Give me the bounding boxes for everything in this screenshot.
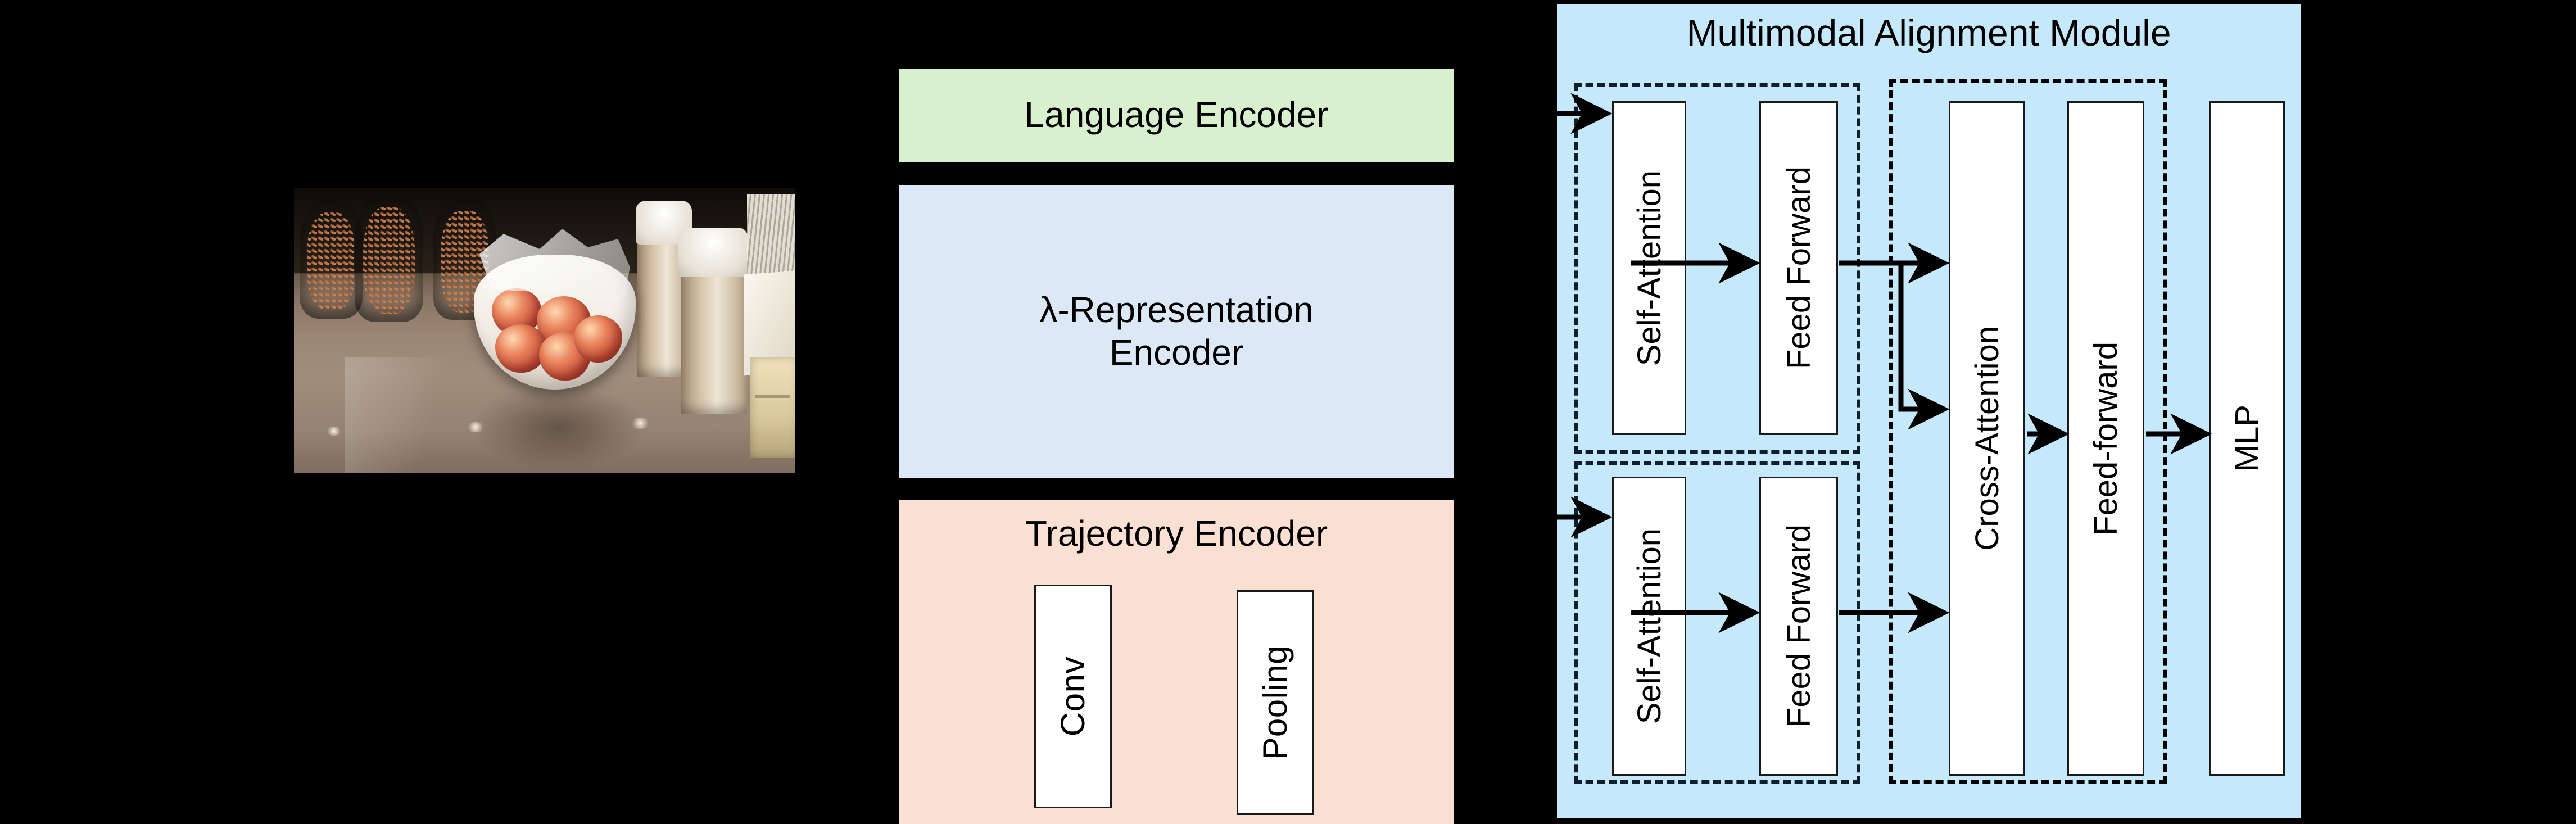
top-feed-forward-block: Feed Forward bbox=[1759, 101, 1838, 435]
photo-bowl-reflection bbox=[474, 385, 642, 469]
top-branch-dashed-group bbox=[1574, 83, 1860, 454]
scene-photograph bbox=[294, 188, 795, 473]
top-feed-forward-label: Feed Forward bbox=[1780, 166, 1817, 370]
photo-bean-jar bbox=[355, 194, 423, 322]
lambda-encoder-label-line1: λ-Representation bbox=[1039, 289, 1314, 330]
bottom-branch-dashed-group bbox=[1574, 461, 1860, 784]
trajectory-conv-block: Conv bbox=[1034, 585, 1112, 808]
bottom-feed-forward-label: Feed Forward bbox=[1780, 524, 1817, 728]
trajectory-encoder-blocks: Conv Pooling bbox=[899, 585, 1454, 815]
photo-bean-jar bbox=[300, 201, 363, 319]
photo-counter-sheen bbox=[345, 357, 463, 473]
photo-counter-highlight bbox=[466, 422, 485, 432]
trajectory-encoder-label: Trajectory Encoder bbox=[1025, 513, 1328, 554]
photo-paper-box bbox=[750, 357, 795, 458]
trajectory-pooling-block: Pooling bbox=[1237, 590, 1314, 815]
trajectory-encoder-panel: Trajectory Encoder Conv Pooling bbox=[899, 500, 1454, 824]
photo-apple bbox=[495, 324, 547, 373]
bottom-self-attention-block: Self-Attention bbox=[1612, 477, 1686, 776]
photo-straws bbox=[747, 194, 795, 284]
multimodal-alignment-module: Multimodal Alignment Module Self-Attenti… bbox=[1557, 4, 2301, 818]
multimodal-alignment-module-title: Multimodal Alignment Module bbox=[1686, 12, 2171, 53]
cross-attention-block: Cross-Attention bbox=[1949, 101, 2025, 776]
cross-feed-forward-block: Feed-forward bbox=[2067, 101, 2144, 776]
top-self-attention-label: Self-Attention bbox=[1631, 170, 1668, 366]
lambda-encoder-label-wrap: λ-Representation Encoder bbox=[1039, 289, 1313, 374]
photo-scene bbox=[294, 188, 795, 473]
trajectory-conv-label: Conv bbox=[1053, 656, 1092, 737]
bottom-feed-forward-block: Feed Forward bbox=[1759, 477, 1838, 776]
trajectory-pooling-label: Pooling bbox=[1256, 645, 1294, 760]
photo-cup-lid bbox=[678, 228, 748, 277]
cross-attention-label: Cross-Attention bbox=[1968, 326, 2005, 551]
language-encoder-panel: Language Encoder bbox=[899, 69, 1454, 162]
photo-apple bbox=[574, 315, 622, 363]
top-self-attention-block: Self-Attention bbox=[1612, 101, 1686, 435]
photo-counter-highlight bbox=[630, 418, 650, 429]
photo-counter-highlight bbox=[325, 427, 342, 436]
lambda-representation-encoder-panel: λ-Representation Encoder bbox=[899, 185, 1454, 478]
cross-feed-forward-label: Feed-forward bbox=[2088, 341, 2124, 536]
language-encoder-label: Language Encoder bbox=[1024, 94, 1329, 135]
mlp-label: MLP bbox=[2229, 405, 2265, 472]
lambda-encoder-label-line2: Encoder bbox=[1109, 332, 1244, 373]
bottom-self-attention-label: Self-Attention bbox=[1631, 528, 1668, 725]
mlp-block: MLP bbox=[2209, 101, 2285, 776]
